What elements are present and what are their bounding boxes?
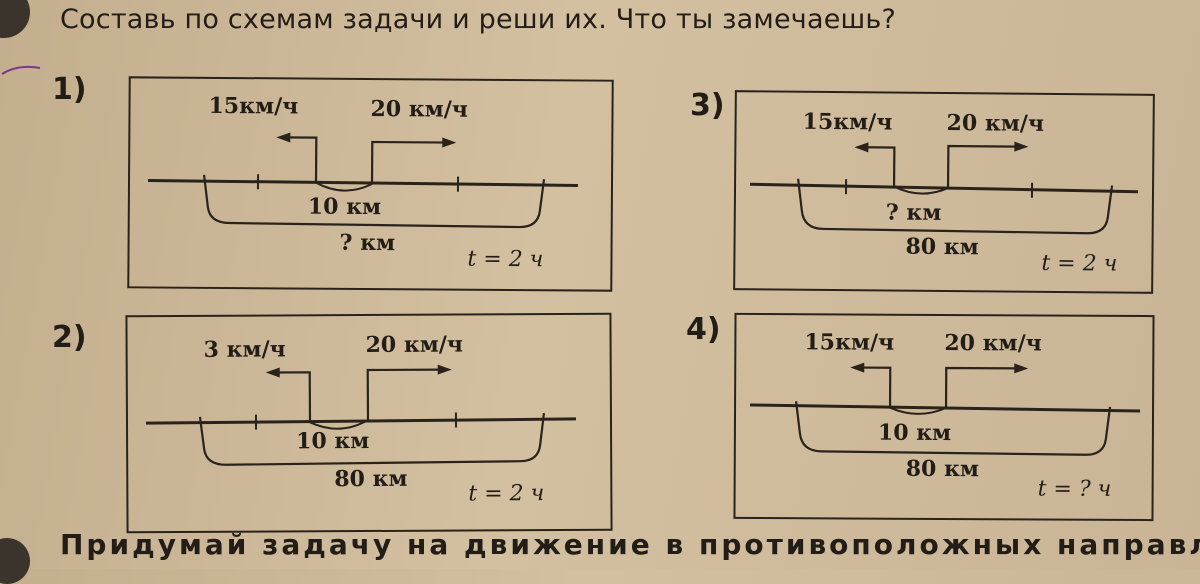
scheme-2-time: t = 2 ч [468,481,544,506]
pen-mark [0,60,44,80]
scheme-2-speed-right: 20 км/ч [366,332,464,359]
next-exercise-badge [0,538,30,584]
scheme-1-between: 10 км [308,194,381,221]
scheme-4-speed-right: 20 км/ч [944,330,1042,357]
scheme-2-panel: 3 км/ч 20 км/ч 10 км 80 км t = 2 ч [125,313,612,534]
scheme-4-number: 4) [686,312,721,347]
scheme-1-total: ? км [339,230,395,256]
scheme-4-time: t = ? ч [1038,476,1112,501]
scheme-4-panel: 15км/ч 20 км/ч 10 км 80 км t = ? ч [733,313,1154,521]
scheme-1-time: t = 2 ч [467,247,543,273]
exercise-title: Составь по схемам задачи и реши их. Что … [60,4,896,35]
scheme-3-number: 3) [690,88,725,123]
exercise-badge [0,0,30,38]
next-exercise-text: Придумай задачу на движение в противопол… [60,528,1200,561]
scheme-4-total: 80 км [906,456,979,482]
scheme-1-panel: 15км/ч 20 км/ч 10 км ? км t = 2 ч [127,76,613,291]
scheme-3-total: 80 км [905,234,979,261]
scheme-4-between: 10 км [878,420,951,446]
scheme-1-number: 1) [52,72,87,107]
scheme-2-number: 2) [52,320,87,355]
scheme-2-total: 80 км [334,466,407,492]
scheme-3-panel: 15км/ч 20 км/ч ? км 80 км t = 2 ч [733,90,1155,294]
scheme-3-time: t = 2 ч [1041,251,1117,277]
scheme-2-speed-left: 3 км/ч [204,336,286,362]
scheme-1-speed-right: 20 км/ч [370,96,468,123]
scheme-1-speed-left: 15км/ч [208,93,298,120]
scheme-3-between: ? км [886,199,942,225]
scheme-4-speed-left: 15км/ч [804,329,894,355]
scheme-2-between: 10 км [296,428,369,454]
scheme-3-speed-left: 15км/ч [802,109,892,136]
scheme-3-speed-right: 20 км/ч [946,110,1044,137]
